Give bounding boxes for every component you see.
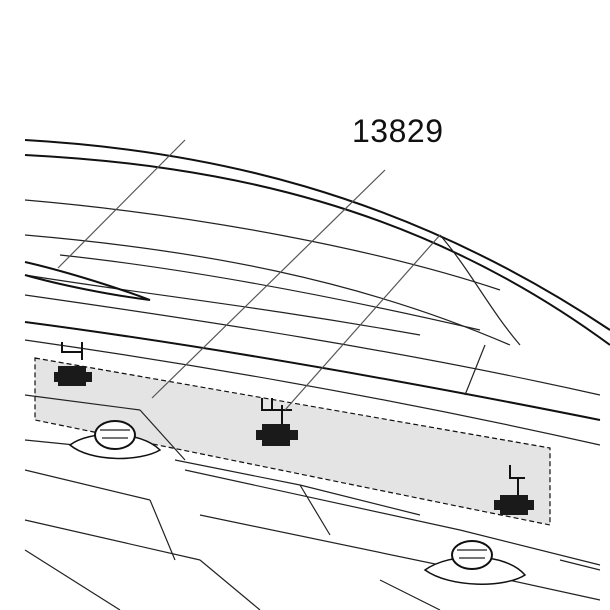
roof-box-outline — [24, 139, 610, 446]
clip-left — [54, 342, 92, 386]
part-number-label: 13829 — [352, 113, 444, 149]
rack-foot-left — [68, 420, 162, 460]
rack-foot-right — [423, 540, 527, 585]
roof-tiles — [24, 394, 601, 610]
clip-right — [494, 465, 534, 515]
leader-lines — [57, 139, 441, 411]
clip-middle — [256, 398, 298, 446]
mounting-strip — [34, 357, 551, 526]
